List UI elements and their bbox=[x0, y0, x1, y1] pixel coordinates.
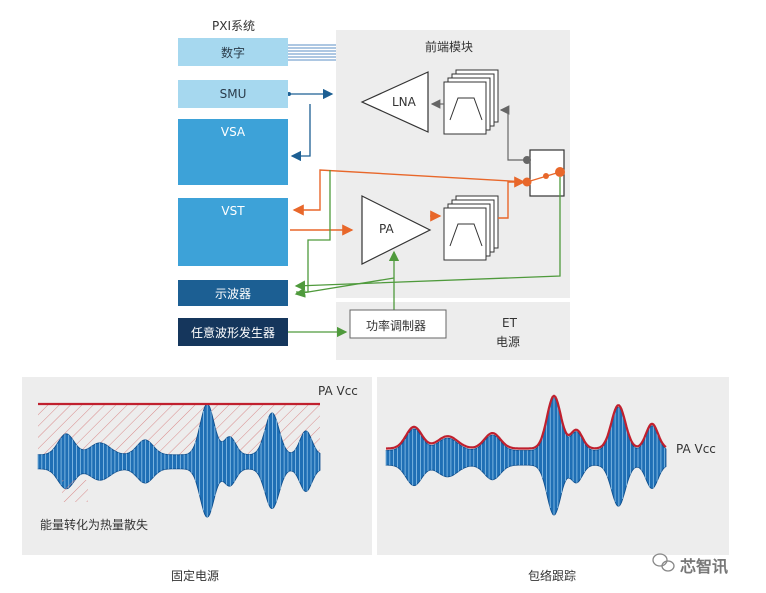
et-supply-label: 电源 bbox=[496, 335, 521, 349]
frontend-module-title: 前端模块 bbox=[425, 40, 474, 54]
rf-carrier-lines bbox=[37, 403, 320, 518]
smu-block: SMU bbox=[178, 80, 288, 108]
pxi-system-title: PXI系统 bbox=[212, 19, 255, 33]
filter-stack-pa bbox=[443, 195, 499, 261]
lna-amplifier bbox=[360, 71, 429, 133]
right-vcc-label: PA Vcc bbox=[676, 442, 716, 456]
vst-label: VST bbox=[221, 204, 245, 218]
left-vcc-label: PA Vcc bbox=[318, 384, 358, 398]
measurement-path bbox=[288, 170, 561, 338]
fixed-supply-caption: 固定电源 bbox=[171, 569, 220, 583]
oscilloscope-block: 示波器 bbox=[178, 280, 288, 306]
heat-loss-area bbox=[38, 403, 320, 455]
digital-block: 数字 bbox=[178, 38, 288, 66]
rf-envelope-waveform bbox=[37, 403, 321, 518]
tracking-supply-line bbox=[386, 394, 667, 450]
power-modulator-box bbox=[349, 309, 447, 339]
watermark-text: 芯智讯 bbox=[680, 557, 729, 576]
pa-amplifier bbox=[361, 195, 432, 265]
filter-stack-lna bbox=[443, 69, 499, 135]
pa-label: PA bbox=[379, 222, 394, 236]
rf-envelope-waveform bbox=[385, 397, 667, 516]
envelope-tracking-caption: 包络跟踪 bbox=[528, 569, 577, 583]
vst-block: VST bbox=[178, 198, 288, 266]
awg-block: 任意波形发生器 bbox=[178, 318, 288, 346]
digital-bus-lines bbox=[288, 44, 336, 61]
heat-loss-label: 能量转化为热量散失 bbox=[40, 518, 149, 532]
vsa-label: VSA bbox=[220, 125, 246, 139]
rf-carrier-lines bbox=[385, 397, 666, 516]
power-modulator-label: 功率调制器 bbox=[366, 319, 427, 333]
heat-legend-swatch bbox=[62, 480, 88, 502]
lna-to-vsa-line bbox=[290, 104, 311, 162]
wechat-icon bbox=[652, 553, 675, 572]
et-label: ET bbox=[502, 316, 517, 330]
vsa-block: VSA bbox=[178, 119, 288, 185]
rf-output-path bbox=[290, 169, 561, 236]
lna-label: LNA bbox=[392, 95, 416, 109]
